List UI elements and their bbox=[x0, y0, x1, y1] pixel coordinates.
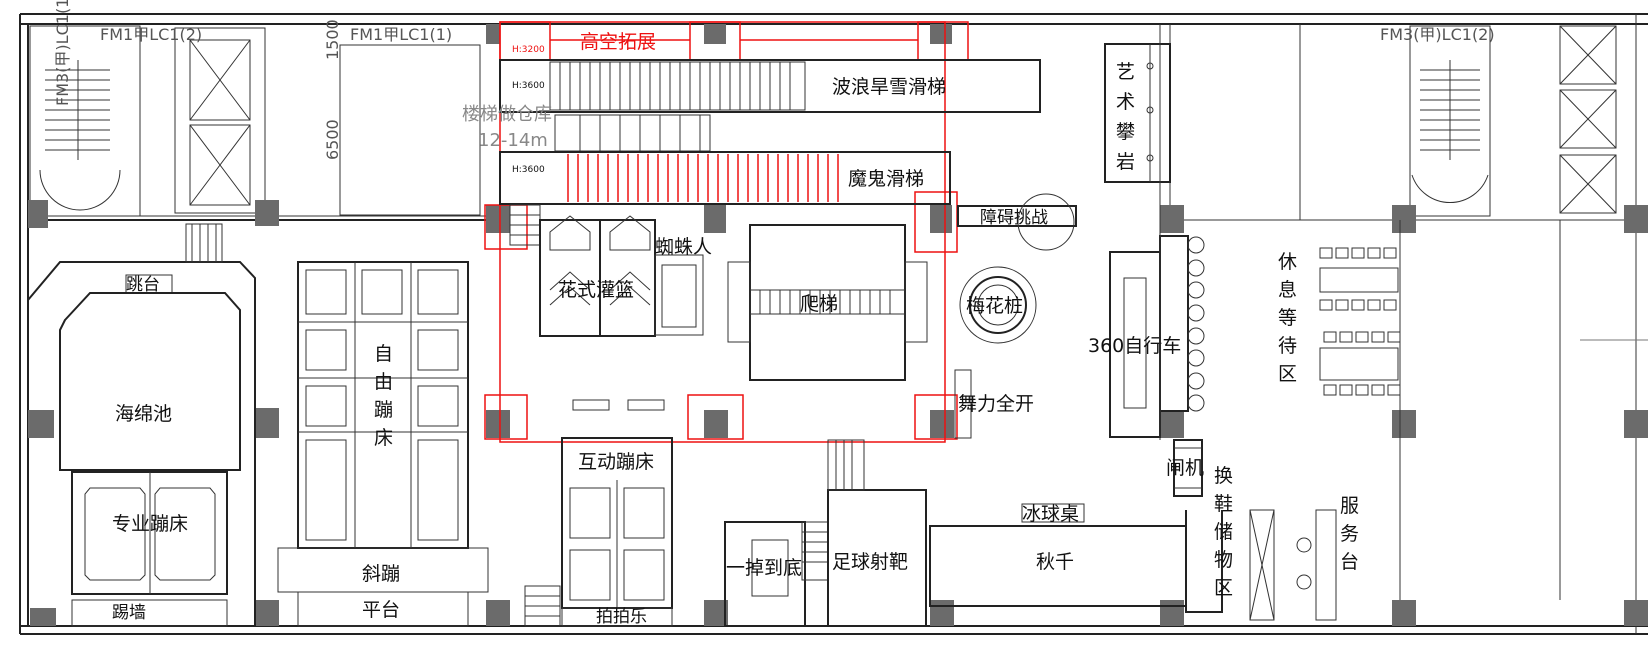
one-drop: 一掉到底 bbox=[724, 521, 829, 627]
label-free-trampoline-1: 自 bbox=[374, 343, 393, 365]
door-label-fm1-mid: FM1甲LC1(1) bbox=[350, 25, 452, 44]
door-label-fm3-left: FM3(甲)LC1(1) bbox=[53, 0, 72, 106]
label-shoe-4: 物 bbox=[1214, 549, 1233, 571]
label-rock-climb-4: 岩 bbox=[1116, 151, 1135, 173]
label-rock-climb-1: 艺 bbox=[1116, 61, 1135, 83]
left-lower-area: 跳台 海绵池 专业蹦床 踢墙 bbox=[27, 223, 256, 627]
label-rest-area-2: 息 bbox=[1278, 279, 1297, 301]
devil-slide-hatch bbox=[567, 154, 839, 202]
stair-left bbox=[39, 60, 121, 211]
label-rest-area-4: 待 bbox=[1278, 335, 1297, 357]
label-one-drop: 一掉到底 bbox=[726, 557, 802, 579]
label-service-1: 服 bbox=[1340, 495, 1359, 517]
swing: 冰球桌 秋千 bbox=[929, 503, 1187, 607]
wave-slide-hatch bbox=[559, 62, 791, 110]
entry-area: 闸机 换 鞋 储 物 区 服 务 台 bbox=[1166, 439, 1359, 621]
label-aerial: 高空拓展 bbox=[580, 31, 656, 53]
label-shoe-1: 换 bbox=[1214, 465, 1233, 487]
height-h3600-b: H:3600 bbox=[512, 165, 545, 175]
label-sponge-pit: 海绵池 bbox=[115, 403, 172, 425]
label-gate: 闸机 bbox=[1166, 457, 1204, 479]
obstacle-challenge: 障碍挑战 bbox=[957, 193, 1077, 251]
door-labels: FM3(甲)LC1(1) FM1甲LC1(2) FM1甲LC1(1) FM3(甲… bbox=[53, 0, 1495, 160]
label-football: 足球射靶 bbox=[832, 551, 908, 573]
height-h3200: H:3200 bbox=[512, 45, 545, 55]
label-fancy-dunk: 花式灌篮 bbox=[558, 279, 634, 301]
label-free-trampoline-2: 由 bbox=[374, 371, 393, 393]
label-shoe-5: 区 bbox=[1214, 577, 1233, 599]
stair-right bbox=[1411, 60, 1489, 204]
label-dance-power: 舞力全开 bbox=[958, 393, 1034, 415]
devil-slide: 魔鬼滑梯 H:3600 bbox=[499, 151, 951, 205]
center-area: 花式灌篮 蜘蛛人 爬梯 bbox=[509, 204, 928, 411]
label-platform: 平台 bbox=[362, 599, 400, 621]
dance-power: 舞力全开 bbox=[954, 369, 1034, 439]
football-target: 足球射靶 bbox=[827, 439, 927, 627]
door-label-fm3-right: FM3(甲)LC1(2) bbox=[1380, 25, 1495, 44]
label-slant-jump: 斜蹦 bbox=[362, 563, 400, 585]
label-spiderman: 蜘蛛人 bbox=[655, 236, 712, 258]
rest-area: 休 息 等 待 区 bbox=[1278, 247, 1401, 396]
label-service-2: 务 bbox=[1340, 523, 1359, 545]
label-devil-slide: 魔鬼滑梯 bbox=[848, 168, 924, 190]
label-jump-platform: 跳台 bbox=[126, 275, 160, 295]
label-interactive-trampoline: 互动蹦床 bbox=[578, 451, 654, 473]
door-label-fm1-left: FM1甲LC1(2) bbox=[100, 25, 202, 44]
label-plum-pile: 梅花桩 bbox=[966, 295, 1023, 317]
label-free-trampoline-3: 蹦 bbox=[374, 399, 393, 421]
label-stair-storage-height: 12-14m bbox=[478, 130, 548, 151]
interior-lines bbox=[1159, 24, 1648, 600]
label-free-trampoline-4: 床 bbox=[374, 427, 393, 449]
aerial-zone: 高空拓展 H:3200 bbox=[484, 21, 969, 443]
label-shoe-3: 储 bbox=[1214, 521, 1233, 543]
wave-slide: 波浪旱雪滑梯 H:3600 bbox=[499, 59, 1041, 152]
interactive-trampoline: 互动蹦床 拍拍乐 bbox=[524, 437, 673, 627]
label-shoe-2: 鞋 bbox=[1214, 493, 1233, 515]
label-bike-360: 360自行车 bbox=[1088, 335, 1181, 357]
free-trampoline: 自 由 蹦 床 斜蹦 平台 bbox=[277, 261, 489, 627]
label-rock-climb-3: 攀 bbox=[1116, 121, 1135, 143]
label-rest-area-3: 等 bbox=[1278, 307, 1297, 329]
label-rest-area-5: 区 bbox=[1278, 363, 1297, 385]
dim-1500: 1500 bbox=[323, 19, 342, 60]
structural-columns bbox=[28, 24, 1648, 626]
label-rock-climb-2: 术 bbox=[1116, 91, 1135, 113]
label-pro-trampoline: 专业蹦床 bbox=[112, 513, 188, 535]
rock-climb: 艺 术 攀 岩 bbox=[1104, 43, 1171, 183]
label-rest-area-1: 休 bbox=[1278, 251, 1297, 273]
label-ice-ball: 冰球桌 bbox=[1022, 503, 1079, 525]
dim-6500: 6500 bbox=[323, 119, 342, 160]
label-kick-wall: 踢墙 bbox=[112, 603, 146, 623]
label-wave-slide: 波浪旱雪滑梯 bbox=[832, 76, 946, 98]
height-h3600-a: H:3600 bbox=[512, 81, 545, 91]
label-ladder: 爬梯 bbox=[800, 293, 838, 315]
label-stair-storage: 楼梯做仓库 bbox=[462, 104, 552, 125]
label-pat-pat: 拍拍乐 bbox=[596, 607, 647, 627]
label-service-3: 台 bbox=[1340, 551, 1359, 573]
bike-360: 360自行车 bbox=[1088, 235, 1205, 438]
label-swing: 秋千 bbox=[1036, 551, 1074, 573]
plum-pile: 梅花桩 bbox=[959, 266, 1037, 344]
outer-walls bbox=[19, 13, 1648, 635]
label-obstacle: 障碍挑战 bbox=[980, 208, 1048, 228]
top-service-band bbox=[28, 24, 1636, 221]
